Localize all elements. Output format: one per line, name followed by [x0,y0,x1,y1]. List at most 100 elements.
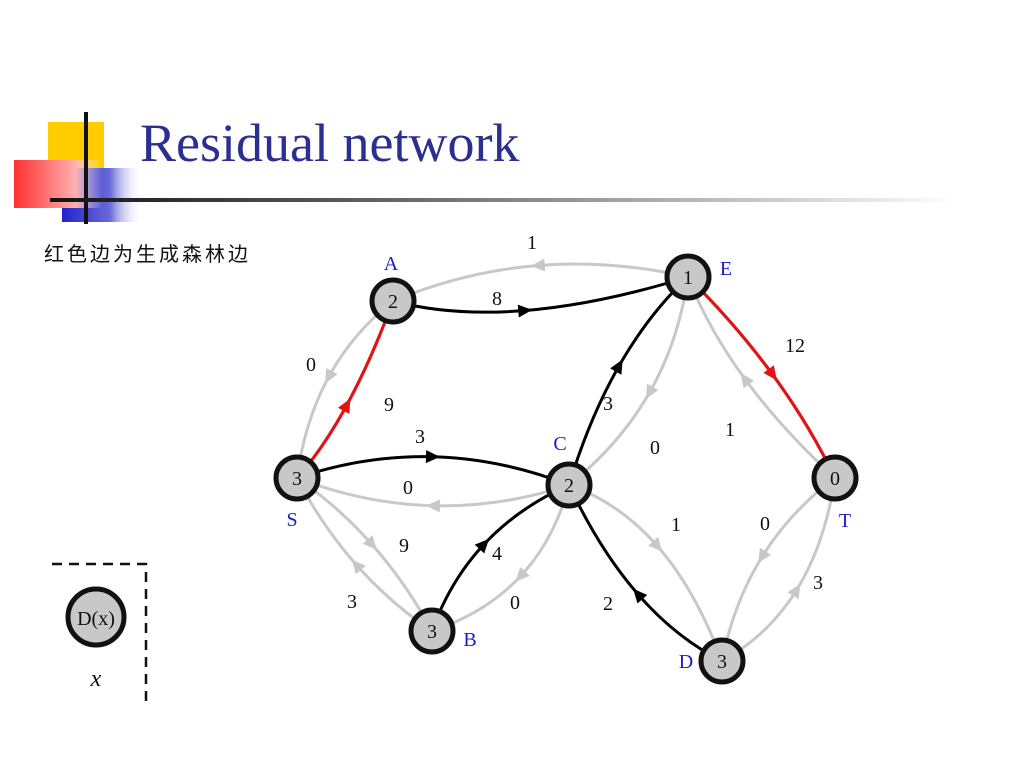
edge-d-t: 3 [721,477,837,663]
node-c-circle [545,461,593,509]
edge-a-s-line [295,299,394,479]
edge-c-s-label: 0 [403,477,413,499]
edge-c-e: 3 [567,275,690,486]
edge-c-e-arrow [610,359,623,375]
edge-c-e-label: 3 [603,393,613,415]
edge-s-a-arrow [337,398,351,415]
edge-b-s-label: 3 [347,591,357,613]
slide-subtitle: 红色边为生成森林边 [44,242,251,266]
edge-e-a-arrow [530,258,546,272]
node-a-circle [369,277,417,325]
node-a-value: 2 [388,291,398,313]
edge-t-d-arrow [758,547,771,564]
node-d-value: 3 [717,651,727,673]
edge-e-t-arrow [763,365,777,381]
edge-e-c-arrow [645,383,659,400]
slide-title: Residual network [140,113,520,173]
edge-t-e-label: 1 [725,419,735,441]
node-s-value: 3 [292,468,302,490]
edge-d-t-label: 3 [813,572,823,594]
node-b-value: 3 [427,621,437,643]
legend-node-circle [65,586,127,648]
legend-caption: x [90,666,102,692]
edge-a-e-label: 8 [492,288,502,310]
edge-c-s-arrow [426,499,441,513]
edge-c-d: 1 [568,483,724,662]
edge-t-d-label: 0 [760,513,770,535]
edge-s-b-line [296,476,434,632]
edge-t-d-line [720,476,836,662]
edge-a-s-arrow [325,367,338,384]
legend: D(x) x [52,562,148,708]
edge-s-a-label: 9 [384,394,394,416]
edge-s-b: 9 [296,476,434,632]
node-d: 3D [679,637,746,685]
edge-d-c-arrow [633,588,648,604]
legend-node-text: D(x) [77,608,115,630]
edge-t-e: 1 [686,276,837,480]
edge-c-s: 0 [296,476,570,513]
edge-s-a: 9 [295,300,395,480]
edge-a-e: 8 [392,275,689,318]
edge-s-a-line [295,300,395,480]
edge-b-c: 4 [430,483,570,632]
edge-a-s-label: 0 [306,354,316,376]
edge-c-b: 0 [431,484,571,633]
edge-b-s-arrow [351,559,366,575]
edge-t-e-arrow [740,373,755,389]
edge-s-c-label: 3 [415,426,425,448]
node-e-value: 1 [683,267,693,289]
node-t-label: T [839,510,851,532]
edge-c-s-line [296,476,570,508]
edge-a-e-line [392,275,689,314]
edge-e-a-label: 1 [527,232,537,254]
node-b-label: B [463,629,476,651]
edge-c-b-arrow [515,566,530,582]
edge-s-c-arrow [425,450,440,464]
node-d-label: D [679,651,693,673]
edge-s-b-arrow [362,535,377,550]
edge-t-d: 0 [720,476,836,662]
edge-e-c-label: 0 [650,437,660,459]
header-decoration [14,112,960,224]
node-t-circle [811,454,859,502]
node-s: 3S [273,454,321,531]
edge-b-s: 3 [295,477,433,633]
node-b-circle [408,607,456,655]
edge-c-b-label: 0 [510,592,520,614]
node-e-label: E [720,258,732,280]
node-d-circle [698,637,746,685]
edge-s-b-label: 9 [399,535,409,557]
edge-s-c: 3 [296,426,570,487]
edge-b-s-line [295,477,433,633]
edge-c-d-label: 1 [671,514,681,536]
edge-a-s: 0 [295,299,394,479]
edge-e-c: 0 [568,276,690,487]
edge-d-c-line [567,484,723,663]
edge-b-c-label: 4 [492,543,502,565]
edge-b-c-arrow [474,538,490,554]
edge-a-e-arrow [517,304,533,318]
edge-e-t: 12 [686,275,837,479]
node-c-value: 2 [564,475,574,497]
node-a-label: A [384,253,399,275]
edge-d-t-line [721,477,837,663]
edge-e-a: 1 [392,232,689,303]
node-s-label: S [286,509,297,531]
node-a: 2A [369,253,417,325]
node-e-circle [664,253,712,301]
edge-d-t-arrow [787,583,801,600]
legend-dashed-border [52,562,148,708]
edge-e-t-line [686,275,837,479]
edge-c-d-line [568,483,724,662]
edge-d-c: 2 [567,484,723,663]
edge-s-c-line [296,455,570,487]
node-s-circle [273,454,321,502]
edge-e-t-label: 12 [785,335,805,357]
